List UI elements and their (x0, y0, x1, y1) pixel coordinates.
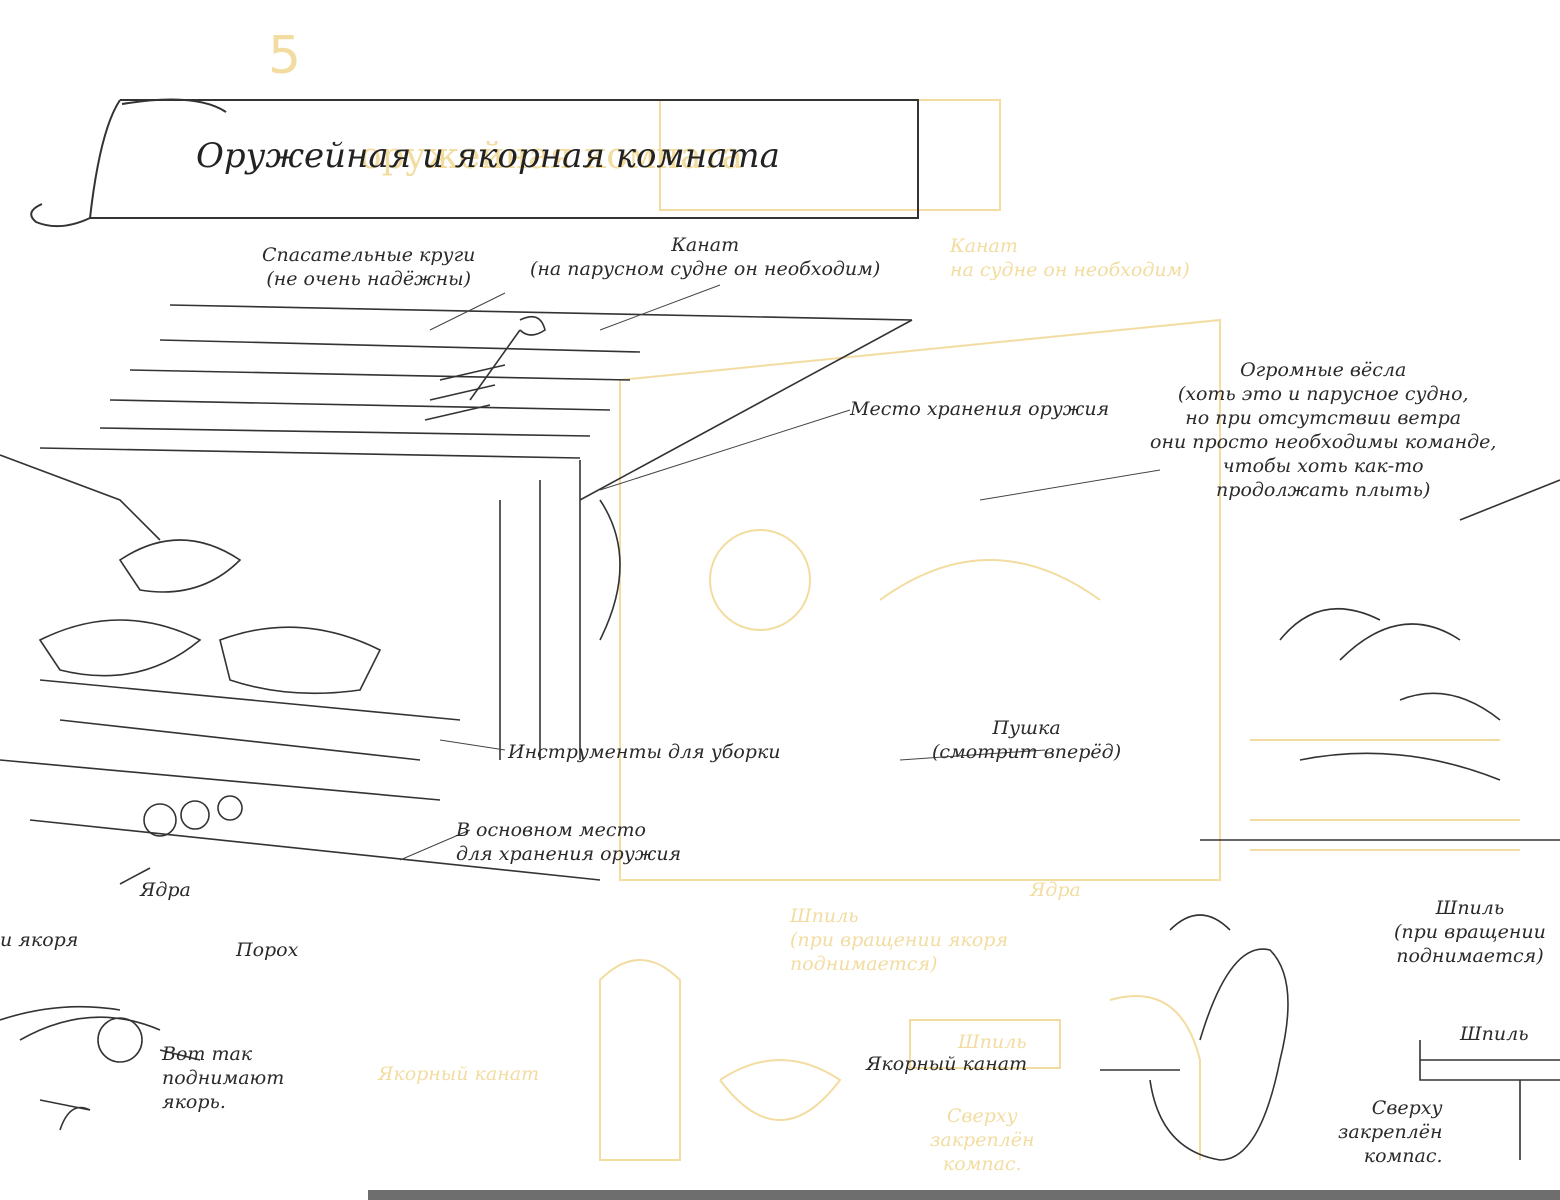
label-oars: Огромные вёсла (хоть это и парусное судн… (1150, 359, 1497, 501)
label-rope: Канат (на парусном судне он необходим) (530, 234, 881, 280)
label-cleaning-tools: Инструменты для уборки (508, 741, 781, 763)
label-life-rings: Спасательные круги (не очень надёжны) (262, 244, 476, 290)
cannon-and-clutter (0, 539, 601, 885)
label-anchor-rope: Якорный канат (866, 1053, 1028, 1075)
oars-and-barrels (1169, 479, 1560, 931)
ghost-label-capstan: Шпиль (при вращении якоря поднимается) (790, 905, 1009, 975)
label-anchor-partial: и якоря (0, 929, 79, 951)
bottom-rule (368, 1190, 1560, 1200)
leader-lines (399, 284, 1161, 861)
label-weapon-storage: Место хранения оружия (850, 398, 1110, 420)
ghost-title: оружейная комната (360, 136, 743, 177)
label-gunpowder: Порох (236, 939, 299, 961)
label-cannon: Пушка (смотрит вперёд) (932, 717, 1122, 763)
label-mainly-storage: В основном место для хранения оружия (456, 819, 682, 865)
label-capstan-short: Шпиль (1460, 1023, 1529, 1045)
label-capstan: Шпиль (при вращении поднимается) (1394, 897, 1546, 967)
capstan-and-anchor (0, 948, 1560, 1161)
banner-scroll (30, 98, 919, 228)
ghost-label-rope: Канат на судне он необходим) (950, 235, 1190, 281)
ghost-label-anchor-rope: Якорный канат (378, 1063, 540, 1085)
label-how-anchor: Вот так поднимают якорь. (162, 1043, 285, 1113)
ghost-label-compass: Сверху закреплён компас. (930, 1105, 1035, 1175)
label-cannonballs: Ядра (140, 879, 191, 901)
ceiling-planks (0, 304, 913, 760)
page-number: 5 (268, 26, 302, 86)
ghost-bleed-through (599, 99, 1520, 1161)
weapon-rack (424, 315, 621, 760)
page-title: Оружейная и якорная комната (196, 136, 780, 176)
label-compass: Сверху закреплён компас. (1338, 1097, 1443, 1167)
ghost-label-capstan-box: Шпиль (958, 1031, 1027, 1053)
ghost-label-cannonballs: Ядра (1030, 879, 1081, 901)
